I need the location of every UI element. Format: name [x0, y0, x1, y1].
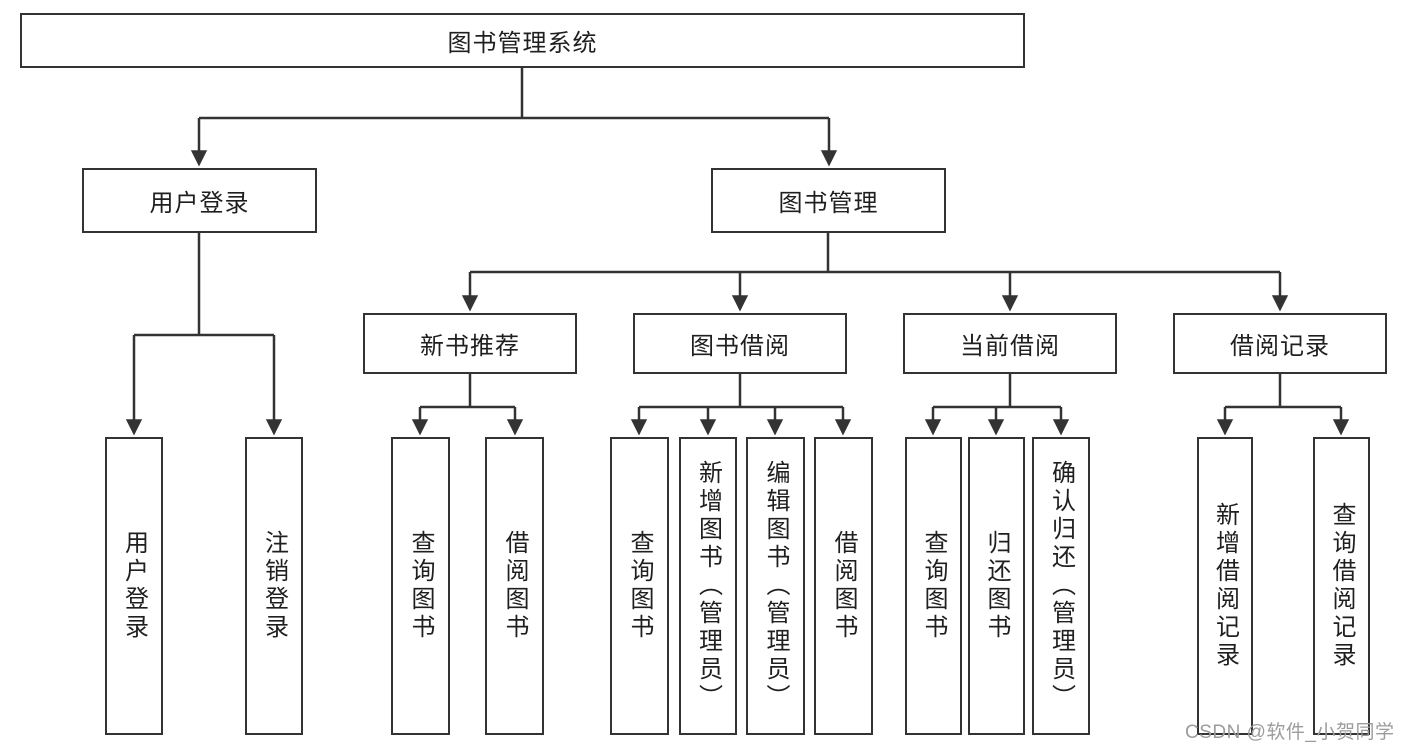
leaf-borrow-books-under-book-borrowing: 借阅图书: [814, 437, 873, 735]
node-user-login-group: 用户登录: [82, 168, 317, 233]
leaf-confirm-return-admin: 确认归还（管理员）: [1032, 437, 1090, 735]
leaf-label: 查询借阅记录: [1328, 502, 1355, 670]
leaf-label: 新增图书（管理员）: [694, 460, 722, 712]
leaf-label: 新增借阅记录: [1211, 502, 1239, 670]
node-label: 当前借阅: [960, 333, 1060, 360]
leaf-edit-books-admin: 编辑图书（管理员）: [746, 437, 805, 735]
leaf-label: 查询图书: [407, 530, 434, 642]
leaf-query-books-under-current-borrowing: 查询图书: [905, 437, 962, 735]
node-label: 借阅记录: [1230, 333, 1330, 360]
node-label: 图书管理: [778, 190, 879, 217]
leaf-label: 归还图书: [983, 530, 1010, 642]
leaf-return-books: 归还图书: [968, 437, 1025, 735]
csdn-watermark: CSDN @软件_小贺同学: [1185, 722, 1395, 743]
leaf-label: 注销登录: [260, 530, 288, 642]
leaf-user-login: 用户登录: [105, 437, 163, 735]
node-label: 新书推荐: [420, 333, 520, 360]
node-label: 图书借阅: [690, 333, 790, 360]
leaf-query-books-under-book-borrowing: 查询图书: [610, 437, 669, 735]
node-label: 图书管理系统: [447, 30, 598, 57]
leaf-label: 借阅图书: [830, 530, 857, 642]
leaf-label: 用户登录: [120, 530, 148, 642]
node-book-management-group: 图书管理: [711, 168, 946, 233]
leaf-add-borrow-record: 新增借阅记录: [1197, 437, 1253, 735]
leaf-logout: 注销登录: [245, 437, 303, 735]
leaf-query-books-under-new-books: 查询图书: [391, 437, 450, 735]
leaf-label: 查询图书: [626, 530, 653, 642]
leaf-label: 查询图书: [920, 530, 947, 642]
leaf-borrow-books-under-new-books: 借阅图书: [485, 437, 544, 735]
leaf-query-borrow-record: 查询借阅记录: [1313, 437, 1370, 735]
node-new-book-recommend: 新书推荐: [363, 313, 577, 374]
node-label: 用户登录: [149, 190, 250, 217]
node-book-borrowing: 图书借阅: [633, 313, 847, 374]
leaf-label: 编辑图书（管理员）: [762, 460, 789, 712]
node-root-system: 图书管理系统: [20, 13, 1025, 68]
leaf-add-books-admin: 新增图书（管理员）: [679, 437, 737, 735]
leaf-label: 借阅图书: [501, 530, 528, 642]
node-current-borrowing: 当前借阅: [903, 313, 1117, 374]
leaf-label: 确认归还（管理员）: [1047, 460, 1075, 712]
node-borrowing-records: 借阅记录: [1173, 313, 1387, 374]
